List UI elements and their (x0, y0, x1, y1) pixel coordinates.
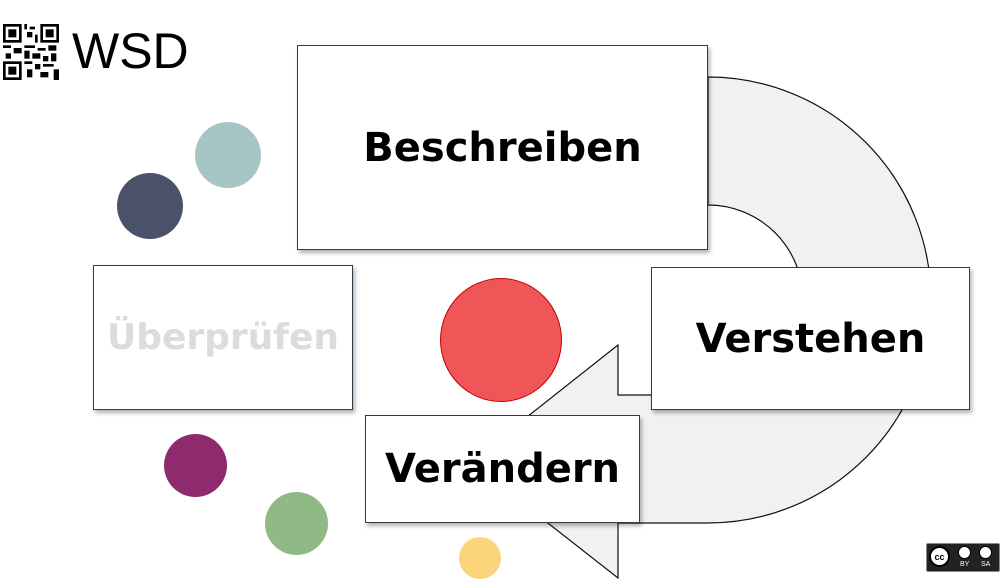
step-veraendern: Verändern (365, 415, 640, 523)
red-dot (440, 278, 562, 402)
cc-icon: cc (929, 546, 950, 567)
attribution-icon (958, 546, 971, 559)
navy-dot (117, 173, 183, 239)
purple-dot (164, 434, 227, 497)
step-verstehen: Verstehen (651, 267, 970, 410)
yellow-dot (459, 537, 501, 579)
logo-text: WSD (72, 23, 189, 79)
sa-label: SA (981, 561, 991, 568)
by-label: BY (960, 561, 970, 568)
qr-code-icon (3, 24, 59, 80)
green-dot (265, 492, 328, 555)
cc-license-badge: cc BY SA (926, 543, 1000, 572)
share-alike-icon (979, 546, 992, 559)
step-beschreiben: Beschreiben (297, 45, 708, 250)
teal-dot (195, 122, 261, 188)
step-ueberpruefen: Überprüfen (93, 265, 353, 410)
